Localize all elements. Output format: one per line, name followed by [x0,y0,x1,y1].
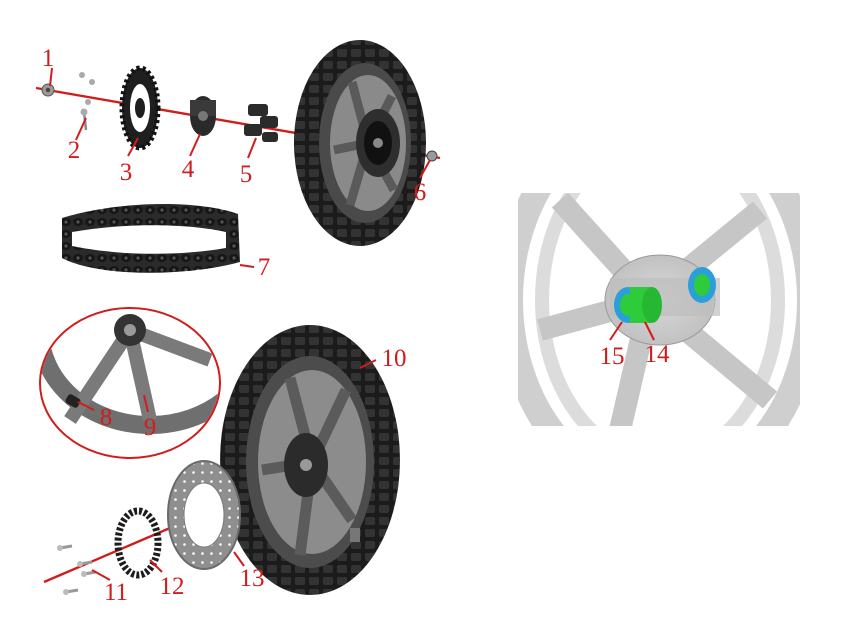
disc-adapter-part-12 [114,507,162,579]
top-assembly [35,40,441,273]
axle-nut-part-6 [426,150,438,162]
callout-8: 8 [100,404,113,431]
bearing-opposite-side [688,267,716,303]
sprocket-part-3 [119,65,161,151]
callout-leaders [49,67,655,581]
damper-rubbers-part-5 [244,104,278,142]
callout-5: 5 [240,161,253,188]
callout-11: 11 [104,579,128,606]
rear-wheel-bottom [220,325,400,595]
callout-3: 3 [120,159,133,186]
disc-bolts-part-11 [57,544,97,595]
rear-wheel-top [294,40,426,246]
callout-14: 14 [645,341,671,368]
bottom-assembly [43,325,400,595]
callout-12: 12 [160,573,185,600]
brake-disc-part-13 [167,460,241,570]
hub-carrier-part-4 [190,96,216,136]
bearing-xray-view [518,193,800,426]
callout-7: 7 [258,254,271,281]
callout-9: 9 [144,414,157,441]
drive-chain-part-7 [62,203,240,273]
callout-2: 2 [68,137,81,164]
callout-labels: 1 2 3 4 5 6 7 8 9 10 11 12 13 14 15 [42,45,670,606]
callout-15: 15 [600,343,625,370]
callout-13: 13 [240,565,265,592]
bearing-part-14 [630,287,662,323]
valve-stem-part-8 [65,394,81,408]
valve-detail-inset [39,307,221,459]
callout-6: 6 [414,179,427,206]
nut-part-1 [41,72,95,105]
callout-10: 10 [382,345,407,372]
callout-1: 1 [42,45,55,72]
callout-4: 4 [182,156,195,183]
